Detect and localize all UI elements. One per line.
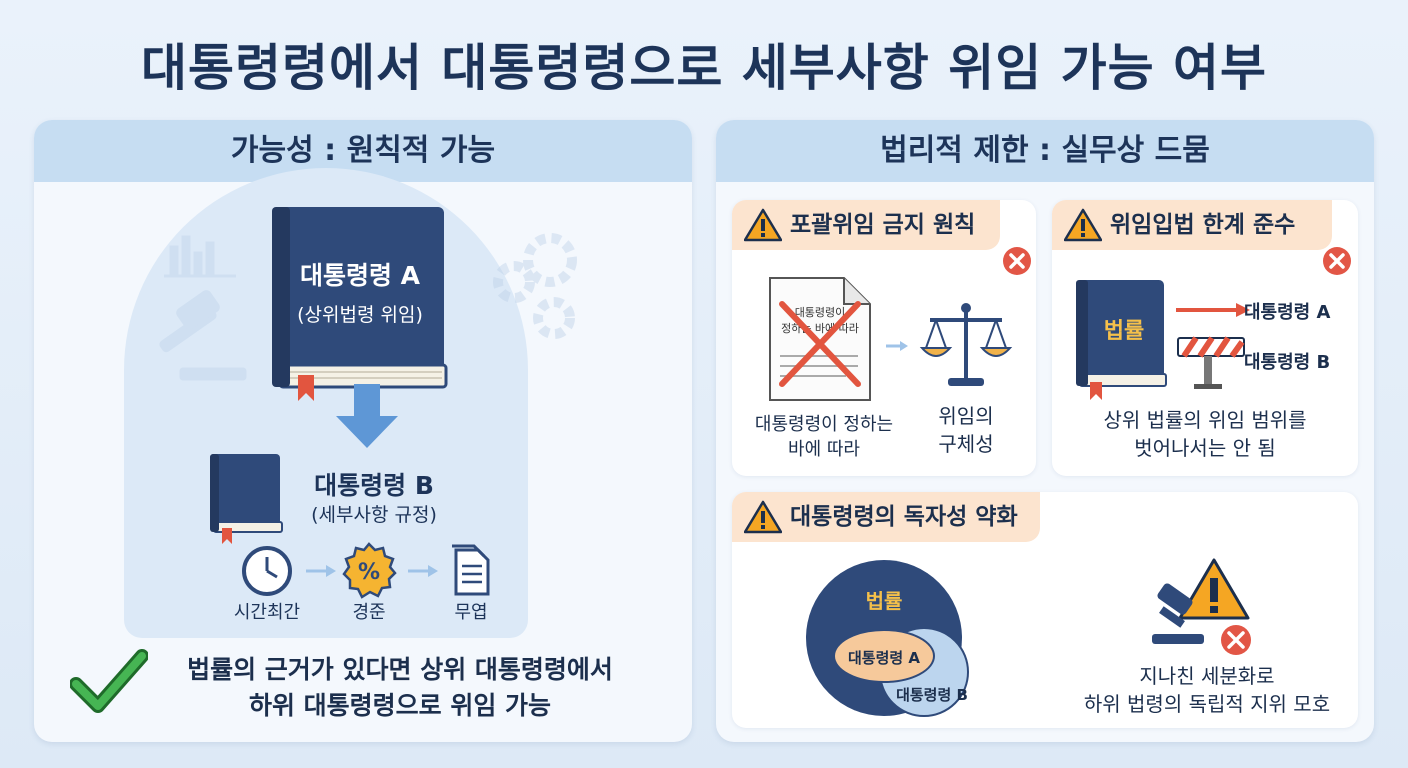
step-label-1: 시간최간 <box>233 602 301 623</box>
card3-line-1: 지나친 세분화로 <box>1139 664 1275 688</box>
conclusion-line-1: 법률의 근거가 있다면 상위 대통령령에서 <box>187 655 613 684</box>
crossed-document-icon: 대통령령이 정하는 바에 따라 <box>769 277 871 401</box>
gavel-chart-decor-icon <box>159 235 247 381</box>
percent-badge-icon: % <box>342 542 397 599</box>
check-icon <box>70 649 148 713</box>
arrow-right-icon <box>306 565 336 577</box>
card1-title: 포괄위임 금지 원칙 <box>732 200 1000 250</box>
gears-decor-icon <box>493 233 577 339</box>
target-a-label: 대통령령 A <box>1244 302 1331 323</box>
law-book-label: 법률 <box>1104 319 1144 344</box>
card2-title: 위임입법 한계 준수 <box>1052 200 1332 250</box>
venn-inner-a-label: 대통령령 A <box>848 649 920 667</box>
warning-icon <box>1064 208 1102 242</box>
card1-left-line-2: 바에 따라 <box>788 439 860 460</box>
gavel-warning-icon <box>1152 558 1251 655</box>
step-label-3: 무엽 <box>454 602 488 623</box>
card-independence-weakened: 대통령령의 독자성 약화 법률 대통령령 A 대통령령 B 지나친 세분화로 하… <box>732 492 1358 728</box>
arrow-right-icon <box>408 565 438 577</box>
card2-text: 상위 법률의 위임 범위를 벗어나서는 안 됨 <box>1062 406 1348 462</box>
down-arrow-icon <box>336 384 398 448</box>
card-delegation-limits: 위임입법 한계 준수 법률 대통령령 A 대통령령 B <box>1052 200 1358 476</box>
right-panel: 법리적 제한 : 실무상 드뭄 포괄위임 금지 원칙 대통령령이 정하는 바에 … <box>716 120 1374 742</box>
svg-text:%: % <box>358 560 380 585</box>
doc-line-1: 대통령령이 <box>795 306 846 319</box>
card1-left-line-1: 대통령령이 정하는 <box>754 414 894 435</box>
book-b-title: 대통령령 B <box>314 471 434 500</box>
card2-line-1: 상위 법률의 위임 범위를 <box>1103 408 1307 432</box>
law-book-icon: 법률 <box>1076 280 1167 400</box>
venn-inner-b-label: 대통령령 B <box>896 686 968 704</box>
right-panel-header: 법리적 제한 : 실무상 드뭄 <box>716 120 1374 182</box>
x-badge-icon <box>1323 247 1351 275</box>
book-a-title: 대통령령 A <box>299 261 421 290</box>
card1-right-line-1: 위임의 <box>938 404 994 428</box>
warning-icon <box>744 500 782 534</box>
card1-right-text: 위임의 구체성 <box>916 402 1016 458</box>
book-b-icon <box>210 454 283 544</box>
arrow-right-icon <box>886 341 908 351</box>
book-a-icon <box>272 207 448 401</box>
page-title: 대통령령에서 대통령령으로 세부사항 위임 가능 여부 <box>140 39 1268 97</box>
clock-icon <box>242 546 292 596</box>
card1-left-text: 대통령령이 정하는 바에 따라 <box>738 412 910 462</box>
step-label-2: 경준 <box>352 602 386 623</box>
card2-line-2: 벗어나서는 안 됨 <box>1134 436 1276 460</box>
card3-line-2: 하위 법령의 독립적 지위 모호 <box>1083 692 1331 716</box>
target-b-label: 대통령령 B <box>1244 352 1331 373</box>
warning-icon <box>744 208 782 242</box>
document-icon <box>452 544 490 596</box>
x-badge-icon <box>1003 247 1031 275</box>
barrier-icon <box>1177 336 1245 389</box>
conclusion-text: 법률의 근거가 있다면 상위 대통령령에서 하위 대통령령으로 위임 가능 <box>150 652 650 724</box>
book-a-subtitle: (상위법령 위임) <box>297 304 423 326</box>
venn-outer-label: 법률 <box>866 589 903 613</box>
book-b-subtitle: (세부사항 규정) <box>311 504 437 526</box>
conclusion-line-2: 하위 대통령령으로 위임 가능 <box>248 691 552 720</box>
scale-icon <box>919 303 1013 386</box>
venn-diagram-icon: 법률 대통령령 A 대통령령 B <box>806 560 969 717</box>
doc-line-2: 정하는 바에 따라 <box>781 321 859 335</box>
arrow-right-icon <box>1176 303 1250 317</box>
book-a-label: 대통령령 A (상위법령 위임) <box>272 256 448 327</box>
card1-right-line-2: 구체성 <box>938 432 994 456</box>
card3-title: 대통령령의 독자성 약화 <box>732 492 1040 542</box>
card3-text: 지나친 세분화로 하위 법령의 독립적 지위 모호 <box>1062 662 1352 718</box>
card-comprehensive-delegation: 포괄위임 금지 원칙 대통령령이 정하는 바에 따라 <box>732 200 1036 476</box>
